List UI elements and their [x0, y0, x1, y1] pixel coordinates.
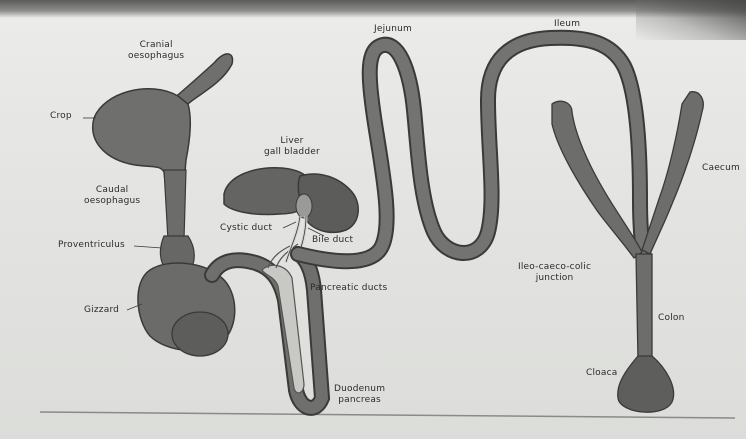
label-cranial-oesophagus-line1: Cranial	[128, 40, 184, 51]
label-duodenum-pancreas: Duodenum pancreas	[334, 384, 385, 406]
gizzard-muscle	[172, 312, 228, 356]
label-ileum: Ileum	[554, 19, 580, 30]
gizzard-group	[138, 263, 235, 356]
label-liver-line2: gall bladder	[264, 147, 320, 158]
label-icc-line1: Ileo-caeco-colic	[518, 262, 591, 273]
label-pancreatic-ducts: Pancreatic ducts	[310, 283, 387, 294]
label-crop: Crop	[50, 111, 72, 122]
label-colon: Colon	[658, 313, 685, 324]
label-caudal-oesophagus-line1: Caudal	[84, 185, 140, 196]
hindgut-group	[552, 92, 703, 412]
label-liver-line1: Liver	[264, 136, 320, 147]
label-icc-line2: junction	[518, 273, 591, 284]
liver-group	[224, 168, 358, 262]
gall-bladder	[296, 194, 312, 218]
label-caudal-oesophagus: Caudal oesophagus	[84, 185, 140, 207]
left-caecum	[552, 101, 642, 258]
right-caecum	[642, 92, 703, 254]
baseline-rule	[40, 412, 735, 418]
label-duodenum-line2: pancreas	[334, 395, 385, 406]
label-cranial-oesophagus: Cranial oesophagus	[128, 40, 184, 62]
colon	[636, 254, 652, 360]
label-gizzard: Gizzard	[84, 305, 119, 316]
label-cystic-duct: Cystic duct	[220, 223, 272, 234]
label-proventriculus: Proventriculus	[58, 240, 125, 251]
label-ileo-caeco-colic-junction: Ileo-caeco-colic junction	[518, 262, 591, 284]
oesophagus-crop-group	[93, 54, 233, 270]
cloaca	[618, 356, 674, 412]
label-jejunum: Jejunum	[374, 24, 412, 35]
label-liver-gall-bladder: Liver gall bladder	[264, 136, 320, 158]
caudal-oesophagus	[164, 170, 186, 240]
label-caudal-oesophagus-line2: oesophagus	[84, 196, 140, 207]
label-bile-duct: Bile duct	[312, 235, 353, 246]
label-caecum: Caecum	[702, 163, 740, 174]
label-duodenum-line1: Duodenum	[334, 384, 385, 395]
label-cranial-oesophagus-line2: oesophagus	[128, 51, 184, 62]
leader-cystic	[283, 222, 296, 228]
label-cloaca: Cloaca	[586, 368, 617, 379]
leader-proventriculus	[134, 246, 162, 248]
